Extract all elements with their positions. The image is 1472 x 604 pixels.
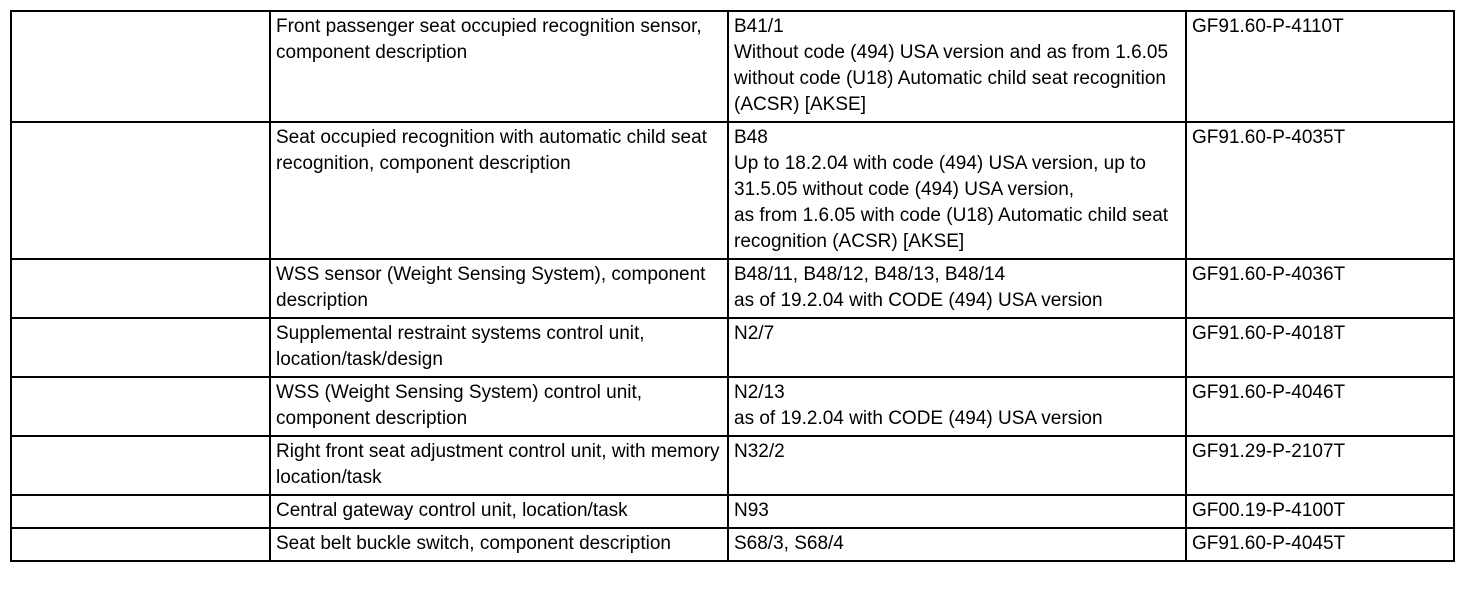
component-line: B48 [734, 127, 768, 148]
table-row: Front passenger seat occupied recognitio… [10, 10, 1455, 123]
table-row: WSS sensor (Weight Sensing System), comp… [10, 258, 1455, 319]
component-cell: N2/7 [727, 317, 1187, 378]
document-number-cell: GF91.60-P-4035T [1185, 121, 1455, 260]
component-cell: N93 [727, 494, 1187, 529]
document-number-cell: GF91.60-P-4046T [1185, 376, 1455, 437]
document-number-cell: GF00.19-P-4100T [1185, 494, 1455, 529]
table-row: Seat occupied recognition with automatic… [10, 121, 1455, 260]
component-line: as of 19.2.04 with CODE (494) USA versio… [734, 408, 1103, 429]
table-row: Central gateway control unit, location/t… [10, 494, 1455, 529]
component-line: S68/3, S68/4 [734, 533, 844, 554]
component-line: B48/11, B48/12, B48/13, B48/14 [734, 264, 1006, 285]
description-cell: Seat belt buckle switch, component descr… [269, 527, 729, 562]
empty-cell [10, 121, 271, 260]
component-line: N32/2 [734, 441, 785, 462]
table-row: Supplemental restraint systems control u… [10, 317, 1455, 378]
component-cell: N32/2 [727, 435, 1187, 496]
table-row: Seat belt buckle switch, component descr… [10, 527, 1455, 562]
empty-cell [10, 317, 271, 378]
empty-cell [10, 494, 271, 529]
component-cell: B48/11, B48/12, B48/13, B48/14 as of 19.… [727, 258, 1187, 319]
component-cell: B41/1 Without code (494) USA version and… [727, 10, 1187, 123]
document-number-cell: GF91.60-P-4036T [1185, 258, 1455, 319]
component-cell: N2/13 as of 19.2.04 with CODE (494) USA … [727, 376, 1187, 437]
component-line: N2/13 [734, 382, 785, 403]
empty-cell [10, 10, 271, 123]
component-line: N93 [734, 500, 769, 521]
table-row: WSS (Weight Sensing System) control unit… [10, 376, 1455, 437]
component-line: Without code (494) USA version and as fr… [734, 42, 1169, 115]
component-cell: B48 Up to 18.2.04 with code (494) USA ve… [727, 121, 1187, 260]
empty-cell [10, 527, 271, 562]
description-cell: WSS sensor (Weight Sensing System), comp… [269, 258, 729, 319]
description-cell: Central gateway control unit, location/t… [269, 494, 729, 529]
component-line: as of 19.2.04 with CODE (494) USA versio… [734, 290, 1103, 311]
description-cell: Supplemental restraint systems control u… [269, 317, 729, 378]
document-number-cell: GF91.60-P-4045T [1185, 527, 1455, 562]
component-line: B41/1 [734, 16, 784, 37]
component-line: as from 1.6.05 with code (U18) Automatic… [734, 205, 1169, 252]
empty-cell [10, 376, 271, 437]
description-cell: Seat occupied recognition with automatic… [269, 121, 729, 260]
description-cell: Front passenger seat occupied recognitio… [269, 10, 729, 123]
document-number-cell: GF91.60-P-4110T [1185, 10, 1455, 123]
component-line: N2/7 [734, 323, 775, 344]
description-cell: WSS (Weight Sensing System) control unit… [269, 376, 729, 437]
document-number-cell: GF91.29-P-2107T [1185, 435, 1455, 496]
document-number-cell: GF91.60-P-4018T [1185, 317, 1455, 378]
table-row: Right front seat adjustment control unit… [10, 435, 1455, 496]
reference-table: Front passenger seat occupied recognitio… [10, 10, 1455, 562]
component-cell: S68/3, S68/4 [727, 527, 1187, 562]
component-line: Up to 18.2.04 with code (494) USA versio… [734, 153, 1146, 200]
empty-cell [10, 435, 271, 496]
empty-cell [10, 258, 271, 319]
description-cell: Right front seat adjustment control unit… [269, 435, 729, 496]
